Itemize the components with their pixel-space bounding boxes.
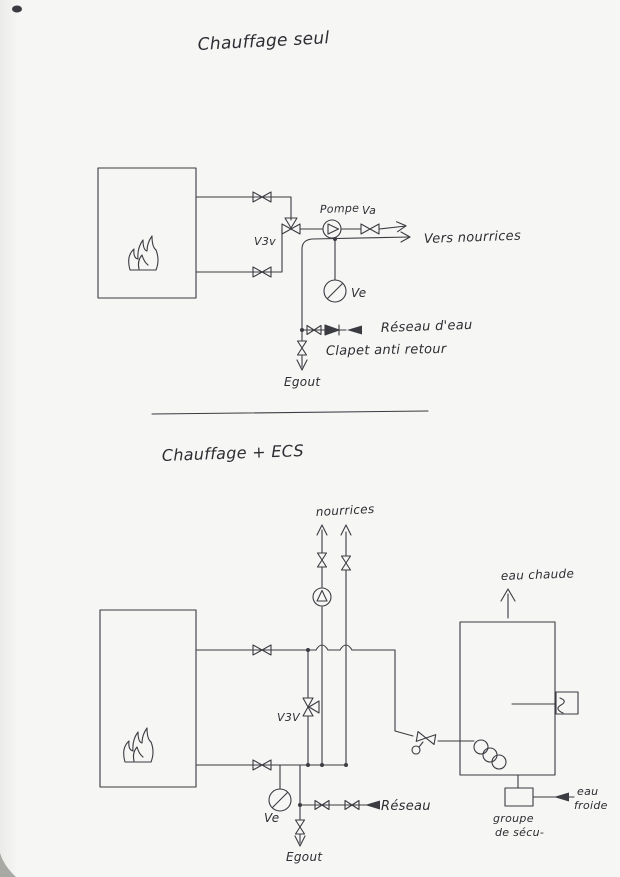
thermostat-box xyxy=(555,691,579,715)
label-egout: Egout xyxy=(286,850,323,864)
flame-icon xyxy=(123,727,154,763)
drain-valve-icon xyxy=(296,340,308,356)
junction-dot xyxy=(300,328,304,332)
three-way-valve-icon xyxy=(302,697,314,717)
label-groupe-secu-2: de sécu- xyxy=(495,826,544,839)
label-groupe-secu-1: groupe xyxy=(493,812,534,825)
valve-icon xyxy=(340,555,352,571)
thermostat-mark xyxy=(557,697,565,714)
flow-arrow-left-icon xyxy=(365,800,380,810)
label-pompe: Pompe xyxy=(320,202,360,216)
label-eau-chaude: eau chaude xyxy=(501,566,575,583)
diagram-chauffage-seul: Chauffage seul V3v Pompe Va Vers nourric… xyxy=(97,28,522,389)
bottom-diagram-title: Chauffage + ECS xyxy=(161,441,304,465)
label-reseau: Réseau xyxy=(381,799,431,814)
three-way-valve-icon xyxy=(281,223,301,235)
cold-water-arrow-icon xyxy=(554,792,569,802)
label-v3v: V3v xyxy=(254,235,276,248)
flow-arrow-left-icon xyxy=(347,325,362,335)
tap-valve-icon xyxy=(415,730,437,746)
expansion-vessel-icon xyxy=(323,279,347,303)
label-va: Va xyxy=(362,204,376,217)
check-valve-icon xyxy=(324,324,340,336)
valve-icon xyxy=(360,223,380,235)
drain-valve-icon xyxy=(294,819,306,835)
pump-icon xyxy=(312,587,332,607)
junction-dot xyxy=(298,803,302,807)
label-clapet: Clapet anti retour xyxy=(326,342,448,359)
label-egout: Egout xyxy=(284,375,321,389)
section-divider xyxy=(151,410,429,415)
expansion-vessel-icon xyxy=(268,788,292,812)
label-eau-froide-1: eau xyxy=(577,785,598,798)
scan-corner-shadow xyxy=(0,853,16,877)
pipe-lines xyxy=(195,529,575,844)
pipe-lines xyxy=(195,196,411,368)
top-diagram-title: Chauffage seul xyxy=(197,28,330,55)
valve-handle-icon xyxy=(411,745,421,755)
junction-dot xyxy=(333,237,337,241)
label-ve: Ve xyxy=(264,811,280,825)
heat-exchanger-coil-icon xyxy=(473,739,507,770)
boiler-box xyxy=(97,167,197,299)
valve-handle-stem xyxy=(418,741,424,748)
label-ve: Ve xyxy=(351,286,367,300)
safety-group-box xyxy=(504,787,534,807)
label-nourrices: nourrices xyxy=(315,502,374,519)
label-vers-nourrices: Vers nourrices xyxy=(424,229,522,247)
label-eau-froide-2: froide xyxy=(574,799,608,812)
label-v3v: V3V xyxy=(277,711,301,724)
junction-dot xyxy=(306,648,310,652)
diagram-chauffage-ecs: Chauffage + ECS xyxy=(99,441,608,864)
junction-dot xyxy=(320,763,324,767)
label-reseau-eau: Réseau d'eau xyxy=(381,318,473,336)
junction-dot xyxy=(344,763,348,767)
flame-icon xyxy=(128,235,159,271)
valve-icon xyxy=(316,552,328,568)
boiler-box xyxy=(99,609,197,788)
junction-dot xyxy=(306,763,310,767)
hot-water-tank-box xyxy=(459,621,556,776)
pump-icon xyxy=(322,219,342,239)
scan-speck xyxy=(12,5,22,13)
hot-water-arrow-icon xyxy=(500,588,516,619)
